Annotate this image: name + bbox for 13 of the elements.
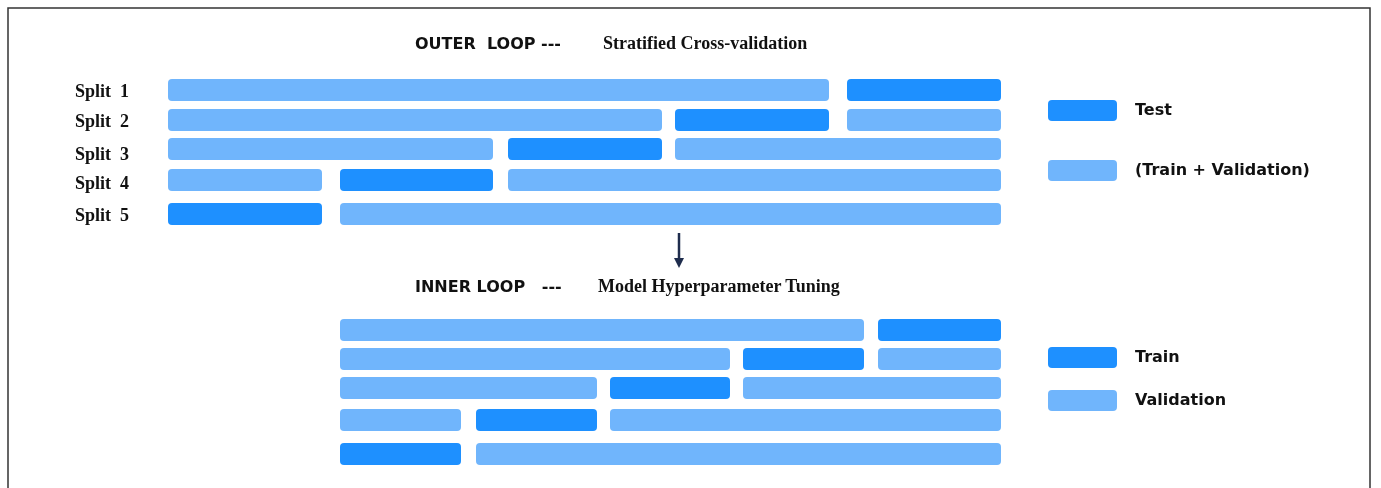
section-heading: OUTER LOOP --- xyxy=(415,36,561,52)
legend-label: Test xyxy=(1135,102,1172,118)
legend-label: (Train + Validation) xyxy=(1135,162,1310,178)
row-label: Split 1 xyxy=(75,82,130,100)
row-label: Split 5 xyxy=(75,206,130,224)
legend-label: Train xyxy=(1135,349,1180,365)
legend-label: Validation xyxy=(1135,392,1227,408)
row-label: Split 4 xyxy=(75,174,130,192)
section-subtitle: Stratified Cross-validation xyxy=(603,34,808,52)
row-label: Split 2 xyxy=(75,112,130,130)
section-heading: INNER LOOP --- xyxy=(415,279,562,295)
row-label: Split 3 xyxy=(75,145,130,163)
section-subtitle: Model Hyperparameter Tuning xyxy=(598,277,840,295)
